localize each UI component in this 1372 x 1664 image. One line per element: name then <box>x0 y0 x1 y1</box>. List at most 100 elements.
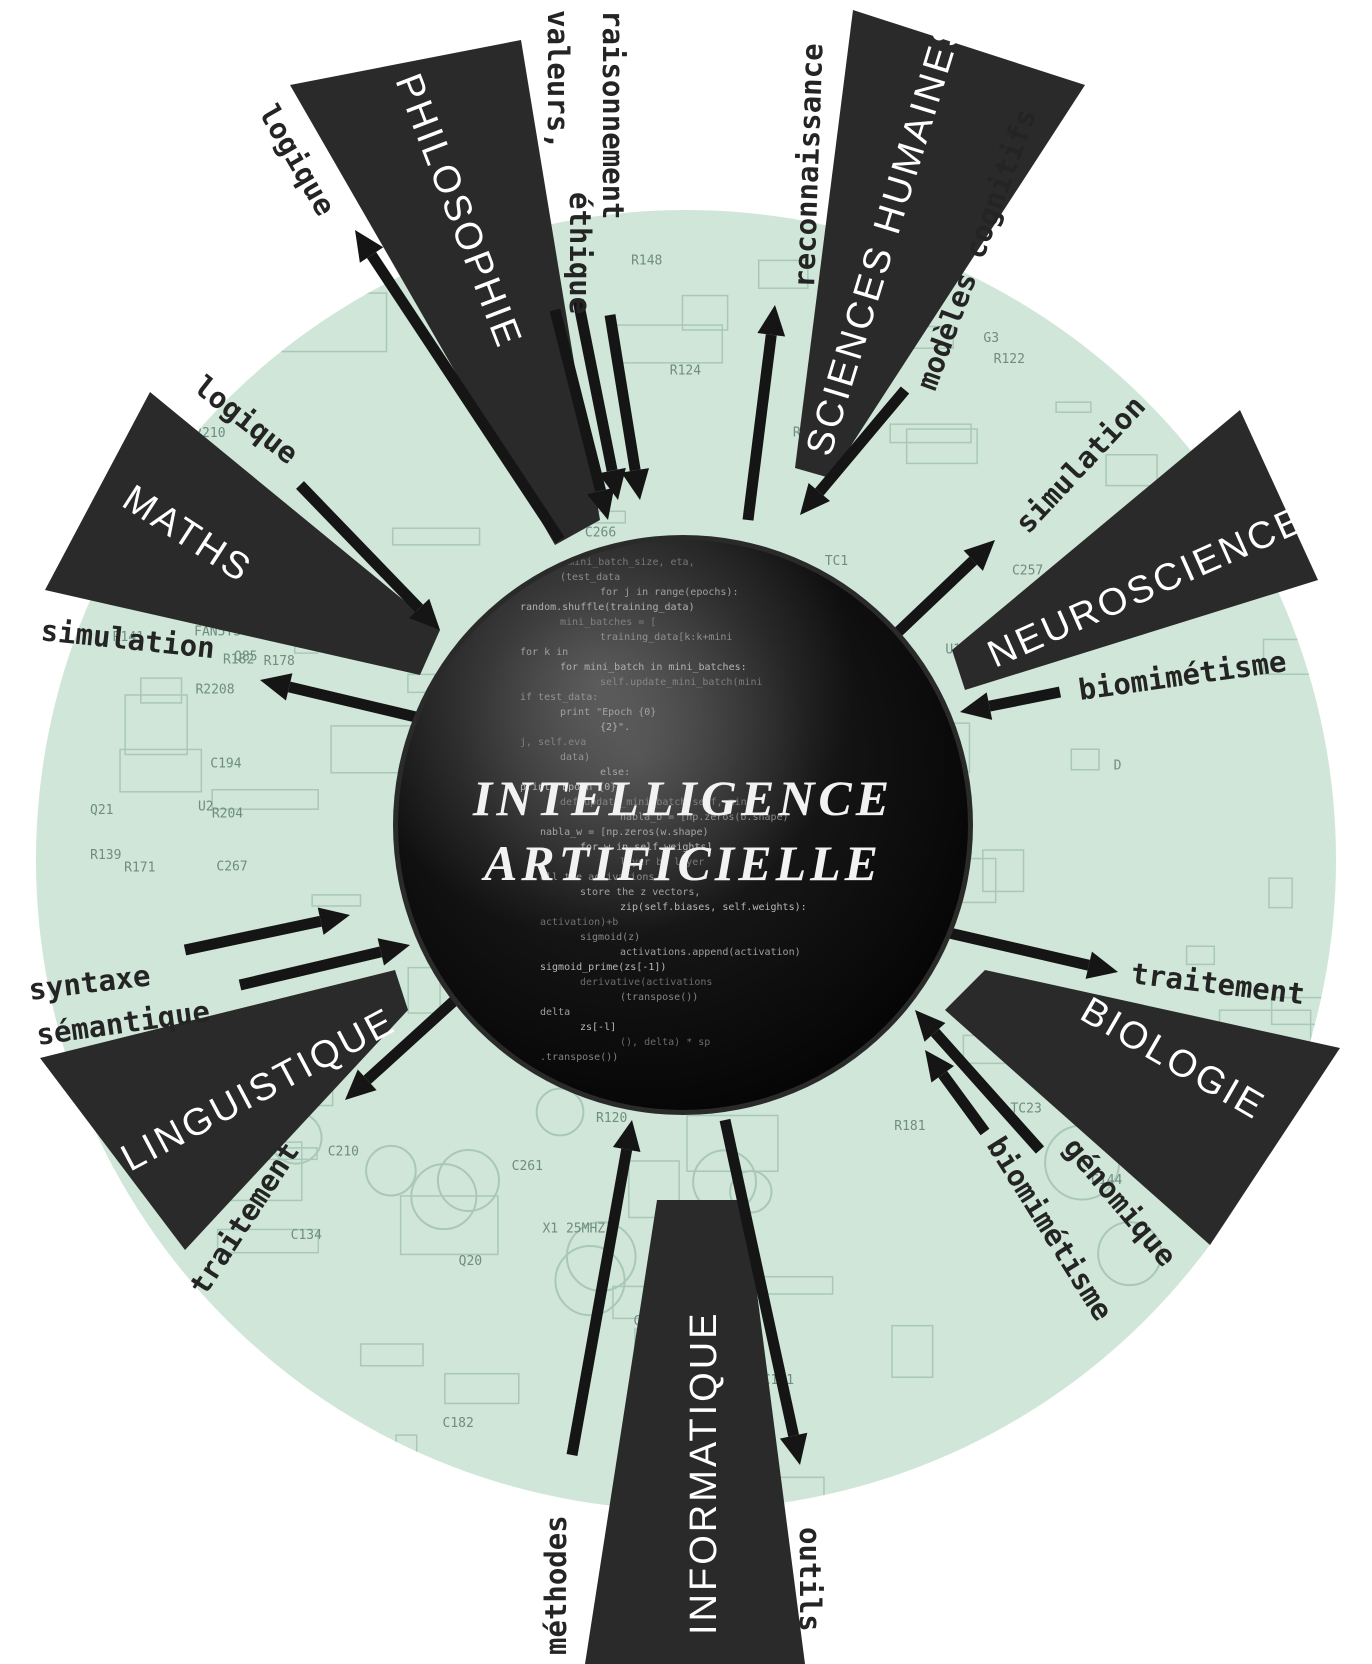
arrow-ling-semantique-shaft <box>238 946 383 991</box>
arrow-ling-semantique-head <box>377 938 410 966</box>
circuit-capacitor <box>1097 1221 1163 1287</box>
circuit-capacitor <box>554 1245 626 1317</box>
circuit-capacitor <box>365 1144 417 1197</box>
arrow-bio-genomique-shaft <box>930 1028 1045 1154</box>
circuit-marking: C194 <box>210 756 241 771</box>
band-linguistique <box>40 970 408 1250</box>
circuit-component <box>1070 748 1100 771</box>
band-philosophie <box>290 40 600 545</box>
circuit-marking: C142 <box>1083 1473 1114 1488</box>
arrow-maths-simulation-head <box>260 673 293 701</box>
arrow-neuro-simulation-head <box>963 540 995 571</box>
circuit-marking: C210 <box>328 1145 359 1160</box>
circuit-marking: R204 <box>212 807 243 822</box>
circuit-marking: Q20 <box>459 1254 482 1269</box>
circuit-component <box>891 1324 934 1378</box>
circuit-marking: C267 <box>216 860 247 875</box>
relation-info-methodes: méthodes <box>539 1515 573 1655</box>
arrow-maths-simulation-shaft <box>287 681 422 724</box>
circuit-marking: Q85 <box>234 650 257 665</box>
circuit-component <box>905 428 978 465</box>
circuit-component <box>982 849 1025 893</box>
discipline-bands <box>40 10 1340 1664</box>
arrow-ling-traitement-shaft <box>363 995 459 1084</box>
central-sphere: epochs, mini_batch_size, eta,(test_dataf… <box>393 535 973 1115</box>
circuit-component <box>681 294 729 331</box>
relation-philo-valeurs: valeurs, <box>541 10 575 150</box>
arrow-info-methodes-shaft <box>566 1148 633 1456</box>
circuit-marking: C266 <box>585 526 616 541</box>
circuit-component <box>156 1339 186 1355</box>
arrow-neuro-simulation-shaft <box>891 556 978 639</box>
circuit-component <box>311 894 362 907</box>
circuit-marking: G3 <box>983 331 999 346</box>
arrow-philo-logique-head <box>355 230 384 263</box>
circuit-component <box>1176 1423 1233 1483</box>
band-sciences-humaines <box>795 10 1085 478</box>
relation-philo-raisonnement: raisonnement <box>596 10 630 220</box>
circuit-capacitor <box>535 1087 585 1137</box>
arrow-philo-raisonnement-shaft <box>604 314 641 472</box>
circuit-component <box>124 694 188 756</box>
circuit-marking: R123 <box>1230 1231 1261 1246</box>
arrow-maths-logique-shaft <box>296 481 424 613</box>
circuit-marking: TR3 <box>94 1452 117 1467</box>
circuit-marking: R148 <box>631 254 662 269</box>
circuit-component <box>399 1195 499 1256</box>
circuit-marking: U2 <box>198 799 214 814</box>
circuit-marking: R2208 <box>195 683 234 698</box>
arrow-ling-syntaxe-shaft <box>183 915 322 956</box>
circuit-component <box>1268 877 1293 909</box>
circuit-marking: R124 <box>670 363 701 378</box>
circuit-component <box>211 788 319 810</box>
arrow-ling-syntaxe-head <box>317 907 350 935</box>
arrow-bio-biomimetisme-head <box>925 1050 955 1083</box>
circuit-component <box>1055 401 1092 413</box>
relation-arrows <box>183 230 1118 1465</box>
circuit-component <box>444 1372 520 1405</box>
circuit-marking: C261 <box>512 1159 543 1174</box>
arrow-bio-biomimetisme-shaft <box>938 1070 990 1136</box>
circuit-marking: R178 <box>264 654 295 669</box>
circuit-component <box>757 259 809 289</box>
circuit-marking: TC23 <box>1010 1101 1041 1116</box>
circuit-marking: C166 <box>1224 1324 1255 1339</box>
arrow-philo-ethique-head <box>598 467 626 500</box>
arrow-neuro-biomimetisme-head <box>960 692 993 720</box>
band-informatique <box>585 1200 805 1664</box>
circuit-marking: D <box>1114 758 1122 773</box>
circuit-marking: R182 <box>223 653 254 668</box>
arrow-bio-traitement-head <box>1085 951 1118 979</box>
arrow-info-outils-shaft <box>719 1118 800 1437</box>
circuit-marking: C182 <box>443 1416 474 1431</box>
arrow-philo-valeurs-shaft <box>549 308 606 493</box>
circuit-marking: R171 <box>124 860 155 875</box>
arrow-sh-modeles-shaft <box>815 386 910 496</box>
center-title-line2: ARTIFICIELLE <box>481 835 882 891</box>
circuit-marking: C144 <box>1091 1173 1122 1188</box>
arrow-neuro-biomimetisme-shaft <box>988 686 1062 712</box>
band-neurosciences <box>952 410 1318 690</box>
circuit-component <box>216 1228 320 1254</box>
arrow-sh-reconnaissance-head <box>757 305 786 337</box>
band-biologie <box>945 970 1340 1245</box>
circuit-marking: C134 <box>291 1228 322 1243</box>
circuit-component <box>271 276 301 289</box>
arrow-philo-ethique-shaft <box>572 298 618 472</box>
arrow-info-methodes-head <box>612 1120 641 1152</box>
circuit-marking: R122 <box>994 352 1025 367</box>
arrow-bio-traitement-shaft <box>943 926 1091 971</box>
arrow-ling-traitement-head <box>345 1069 377 1100</box>
circuit-component <box>273 1471 336 1495</box>
circuit-capacitor <box>436 1148 500 1213</box>
circuit-component <box>1227 1313 1316 1357</box>
circuit-marking: X1 25MHZ <box>542 1222 605 1237</box>
circuit-component <box>119 748 203 793</box>
band-maths <box>45 392 440 675</box>
circuit-marking: C145 <box>287 253 318 268</box>
discipline-informatique: INFORMATIQUE <box>683 1310 725 1635</box>
circuit-component <box>407 966 441 1014</box>
circuit-marking: C257 <box>1012 563 1043 578</box>
circuit-component <box>628 1160 680 1219</box>
